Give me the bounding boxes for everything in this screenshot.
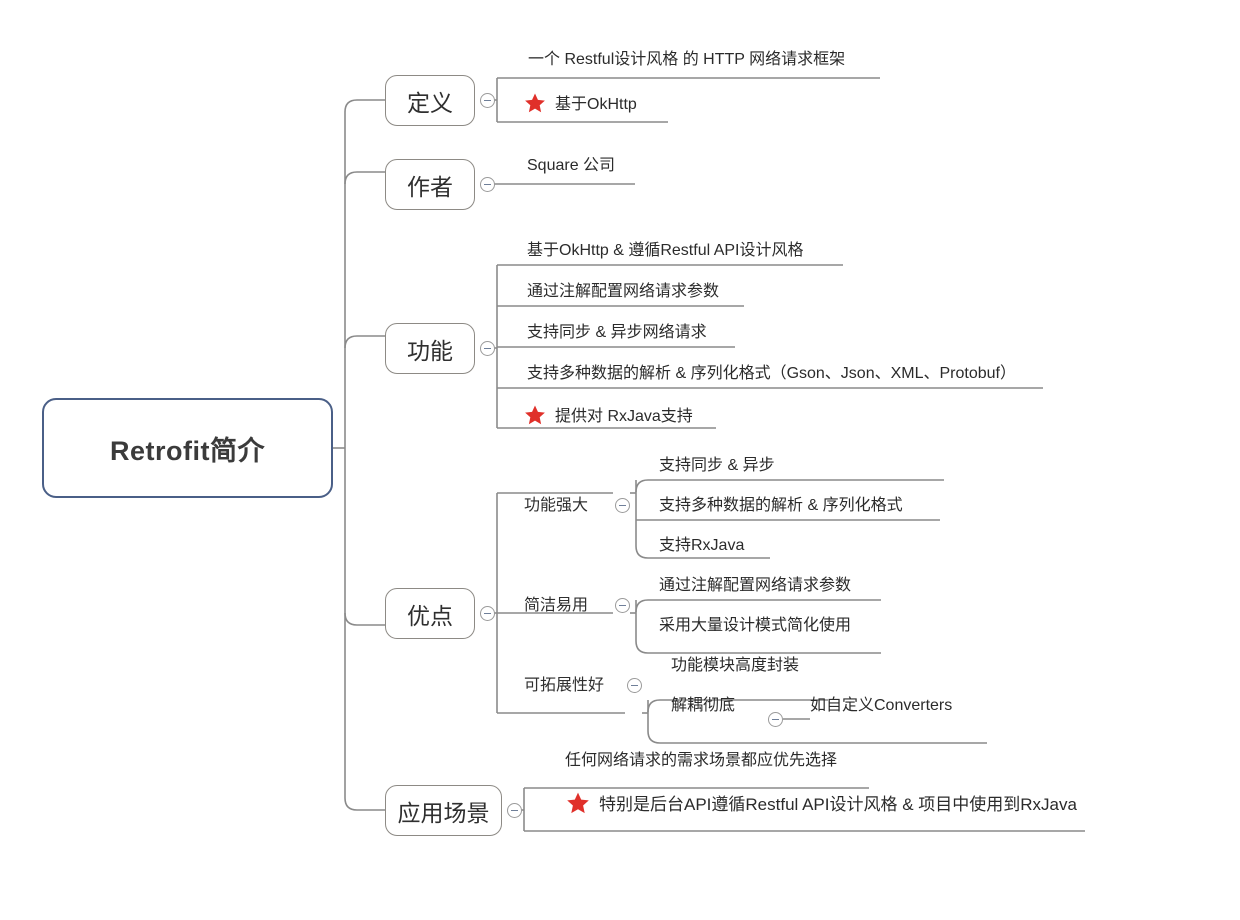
branch-node-definition[interactable]: 定义	[385, 75, 475, 126]
star-icon	[524, 92, 546, 118]
collapse-toggle-decoupling[interactable]	[768, 712, 783, 727]
leaf-label: 支持同步 & 异步网络请求	[527, 324, 707, 341]
leaf-label: 基于OkHttp	[555, 96, 637, 113]
collapse-toggle-features[interactable]	[480, 341, 495, 356]
leaf-label: 基于OkHttp & 遵循Restful API设计风格	[527, 242, 804, 259]
collapse-toggle-simple[interactable]	[615, 598, 630, 613]
branch-label: 定义	[407, 89, 453, 116]
collapse-toggle-advantages[interactable]	[480, 606, 495, 621]
group-label-simple[interactable]: 简洁易用	[524, 597, 589, 614]
leaf-item[interactable]: 支持同步 & 异步	[659, 458, 775, 474]
leaf-label: 特别是后台API遵循Restful API设计风格 & 项目中使用到RxJava	[599, 795, 1077, 814]
leaf-item[interactable]: 支持多种数据的解析 & 序列化格式（Gson、Json、XML、Protobuf…	[527, 366, 1016, 382]
collapse-toggle-extensible[interactable]	[627, 678, 642, 693]
star-icon	[524, 404, 546, 430]
leaf-item[interactable]: Square 公司	[527, 158, 615, 174]
branch-node-features[interactable]: 功能	[385, 323, 475, 374]
leaf-label: 通过注解配置网络请求参数	[527, 283, 720, 300]
leaf-label: 支持多种数据的解析 & 序列化格式	[659, 497, 903, 514]
leaf-label: 支持RxJava	[659, 537, 745, 554]
leaf-item[interactable]: 如自定义Converters	[810, 698, 952, 714]
leaf-label: 通过注解配置网络请求参数	[659, 577, 852, 594]
leaf-item[interactable]: 提供对 RxJava支持	[524, 404, 693, 430]
leaf-label: 提供对 RxJava支持	[555, 408, 693, 425]
leaf-item[interactable]: 采用大量设计模式简化使用	[659, 618, 851, 634]
leaf-item[interactable]: 通过注解配置网络请求参数	[527, 284, 719, 300]
leaf-item[interactable]: 支持多种数据的解析 & 序列化格式	[659, 498, 903, 514]
branch-label: 优点	[407, 602, 453, 629]
leaf-item[interactable]: 基于OkHttp	[524, 92, 637, 118]
branch-node-author[interactable]: 作者	[385, 159, 475, 210]
leaf-item[interactable]: 特别是后台API遵循Restful API设计风格 & 项目中使用到RxJava	[566, 791, 1077, 818]
collapse-toggle-author[interactable]	[480, 177, 495, 192]
leaf-label: 任何网络请求的需求场景都应优先选择	[565, 752, 838, 769]
leaf-label: 解耦彻底	[671, 697, 736, 714]
leaf-item[interactable]: 支持同步 & 异步网络请求	[527, 325, 707, 341]
leaf-label: 支持多种数据的解析 & 序列化格式（Gson、Json、XML、Protobuf…	[527, 365, 1016, 382]
leaf-item[interactable]: 通过注解配置网络请求参数	[659, 578, 851, 594]
branch-node-advantages[interactable]: 优点	[385, 588, 475, 639]
group-label-extensible[interactable]: 可拓展性好	[524, 677, 605, 694]
leaf-label: 一个 Restful设计风格 的 HTTP 网络请求框架	[528, 51, 846, 68]
leaf-item[interactable]: 任何网络请求的需求场景都应优先选择	[565, 753, 837, 769]
branch-label: 应用场景	[397, 799, 490, 826]
collapse-toggle-scenarios[interactable]	[507, 803, 522, 818]
leaf-label: 如自定义Converters	[810, 697, 953, 714]
collapse-toggle-definition[interactable]	[480, 93, 495, 108]
branch-label: 作者	[407, 173, 453, 200]
leaf-item[interactable]: 功能模块高度封装	[671, 658, 799, 674]
leaf-item[interactable]: 支持RxJava	[659, 538, 744, 554]
leaf-item[interactable]: 一个 Restful设计风格 的 HTTP 网络请求框架	[528, 52, 845, 68]
leaf-item[interactable]: 基于OkHttp & 遵循Restful API设计风格	[527, 243, 804, 259]
star-icon	[566, 791, 590, 818]
leaf-item[interactable]: 解耦彻底	[671, 698, 735, 714]
branch-node-scenarios[interactable]: 应用场景	[385, 785, 502, 836]
collapse-toggle-powerful[interactable]	[615, 498, 630, 513]
root-node-label: Retrofit简介	[110, 435, 265, 466]
leaf-label: Square 公司	[527, 157, 616, 174]
leaf-label: 支持同步 & 异步	[659, 457, 775, 474]
root-node[interactable]: Retrofit简介	[42, 398, 333, 498]
group-label-powerful[interactable]: 功能强大	[524, 497, 589, 514]
leaf-label: 采用大量设计模式简化使用	[659, 617, 852, 634]
leaf-label: 功能模块高度封装	[671, 657, 800, 674]
branch-label: 功能	[407, 337, 453, 364]
